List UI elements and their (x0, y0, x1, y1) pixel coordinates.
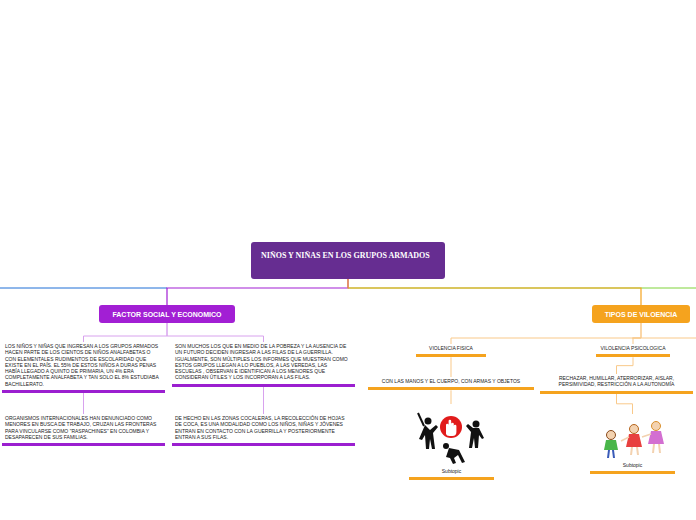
branch-connector (617, 394, 633, 414)
branch-connector (451, 357, 452, 377)
violence-illustration (418, 413, 484, 464)
branch-connector (451, 323, 641, 344)
node-text: ORGANISMOS INTERNACIONALES HAN DENUNCIAD… (5, 415, 162, 440)
node-text: VILOLENCIA PSICOLOGICA (599, 345, 667, 351)
branch-connector (167, 279, 348, 305)
children-illustration (604, 422, 664, 459)
subtopic-text: CON LAS MANOS Y EL CUERPO, CON ARMAS Y O… (368, 377, 534, 390)
subtopic-image: Subtopic (409, 404, 494, 480)
node-text: CON LAS MANOS Y EL CUERPO, CON ARMAS Y O… (371, 378, 531, 384)
node-text: Subtopic (593, 462, 672, 468)
node-text: SON MUCHOS LOS QUE EN MEDIO DE LA POBREZ… (175, 343, 352, 381)
node-text: VIOLENCIA FISICA (419, 345, 483, 351)
branch-connector (263, 387, 264, 414)
branch-connector (83, 393, 84, 414)
subtopic-text: LOS NIÑOS Y NIÑAS QUE INGRESAN A LOS GRU… (2, 342, 165, 393)
subtopic-text: VILOLENCIA PSICOLOGICA (596, 344, 670, 357)
branch-connector (167, 323, 264, 342)
branch-connector (633, 323, 641, 344)
subtopic-text: RECHAZAR, HUMILLAR, ATERRORIZAR, AISLAR,… (540, 374, 693, 394)
branch-line (632, 338, 696, 339)
subtopic-image: Subtopic (590, 414, 675, 474)
subtopic-text: DE HECHO EN LAS ZONAS COCALERAS, LA RECO… (172, 414, 355, 446)
node-text: RECHAZAR, HUMILLAR, ATERRORIZAR, AISLAR,… (543, 375, 690, 388)
node-text: TIPOS DE VILOENCIA (605, 311, 678, 318)
subtopic-text: ORGANISMOS INTERNACIONALES HAN DENUNCIAD… (2, 414, 165, 446)
node-text: DE HECHO EN LAS ZONAS COCALERAS, LA RECO… (175, 415, 352, 440)
branch-connector (84, 323, 168, 342)
branch-connector (451, 390, 452, 404)
branch-connector (348, 279, 641, 305)
central-topic: NIÑOS Y NIÑAS EN LOS GRUPOS ARMADOS (251, 242, 445, 279)
branch-line (0, 288, 167, 289)
branch-connector (617, 357, 634, 374)
node-text: LOS NIÑOS Y NIÑAS QUE INGRESAN A LOS GRU… (5, 343, 162, 387)
subtopic-text: SON MUCHOS LOS QUE EN MEDIO DE LA POBREZ… (172, 342, 355, 387)
main-topic: TIPOS DE VILOENCIA (592, 305, 690, 323)
main-topic: FACTOR SOCIAL Y ECONOMICO (99, 305, 235, 323)
node-text: FACTOR SOCIAL Y ECONOMICO (112, 311, 221, 318)
node-text: Subtopic (412, 468, 491, 474)
node-text: NIÑOS Y NIÑAS EN LOS GRUPOS ARMADOS (261, 250, 435, 261)
subtopic-text: VIOLENCIA FISICA (416, 344, 486, 357)
